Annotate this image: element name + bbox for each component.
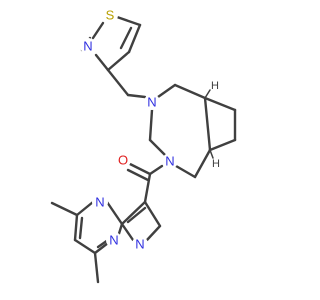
bond	[120, 200, 147, 226]
bond	[126, 168, 150, 182]
molecule-diagram: S N N N O N N N H H	[50, 7, 237, 284]
bond	[193, 148, 212, 179]
structure-svg: S N N N O N N N H H	[50, 7, 237, 284]
bond	[203, 96, 237, 112]
bond	[148, 164, 164, 176]
bond	[156, 83, 177, 99]
atom-label-H-lower: H	[212, 158, 220, 170]
bond	[106, 68, 130, 97]
bond	[173, 83, 207, 100]
bond	[115, 15, 142, 27]
bond	[208, 138, 237, 152]
bond	[91, 21, 105, 40]
bond	[128, 162, 152, 176]
bond	[119, 26, 133, 50]
bond	[73, 213, 79, 242]
bond	[106, 50, 131, 72]
carbonyl-oxygen-label: O	[118, 153, 128, 168]
atom-label-S: S	[102, 7, 118, 23]
bond	[120, 222, 135, 242]
carbonyl	[126, 162, 164, 204]
atom-label-N-fused: N	[106, 232, 122, 248]
diaza-nitrogen-upper-label: N	[147, 95, 156, 110]
pyrazole-nitrogen-label: N	[135, 237, 144, 252]
bond	[105, 200, 124, 226]
bond	[145, 224, 162, 242]
bond	[148, 108, 154, 142]
atom-label-O: O	[115, 152, 131, 168]
bond	[93, 241, 110, 255]
bond	[127, 23, 142, 54]
diaza-nitrogen-lower-label: N	[165, 154, 174, 169]
bond	[93, 251, 100, 284]
bond	[78, 216, 84, 240]
atom-label-N-pyrazole: N	[132, 236, 148, 252]
atom-label-H-upper: H	[211, 80, 219, 92]
thiazole-ring	[80, 15, 142, 97]
bond	[126, 206, 147, 224]
thiazole-nitrogen-label: N	[83, 39, 92, 54]
bond	[50, 201, 79, 217]
bond	[143, 200, 162, 228]
fused-nitrogen-label: N	[109, 233, 118, 248]
stereo-hydrogen-lower-label: H	[212, 158, 220, 170]
diazabicycle	[126, 83, 237, 179]
bond	[126, 93, 147, 99]
bond	[174, 164, 197, 179]
bond	[203, 96, 212, 152]
atom-label-N-pyrimidine: N	[92, 194, 108, 210]
bond	[204, 89, 211, 99]
atom-label-N-thiazole: N	[80, 38, 96, 54]
atom-label-N-upper: N	[144, 94, 160, 110]
bond	[148, 138, 167, 157]
atom-label-N-lower: N	[162, 153, 178, 169]
stereo-hydrogen-upper-label: H	[211, 80, 219, 92]
bond	[73, 238, 97, 255]
bond	[209, 149, 214, 159]
pyrimidine-nitrogen-label: N	[95, 195, 104, 210]
bond	[75, 200, 95, 217]
sulfur-label: S	[106, 8, 115, 23]
bond	[143, 172, 152, 204]
bond	[94, 53, 110, 72]
